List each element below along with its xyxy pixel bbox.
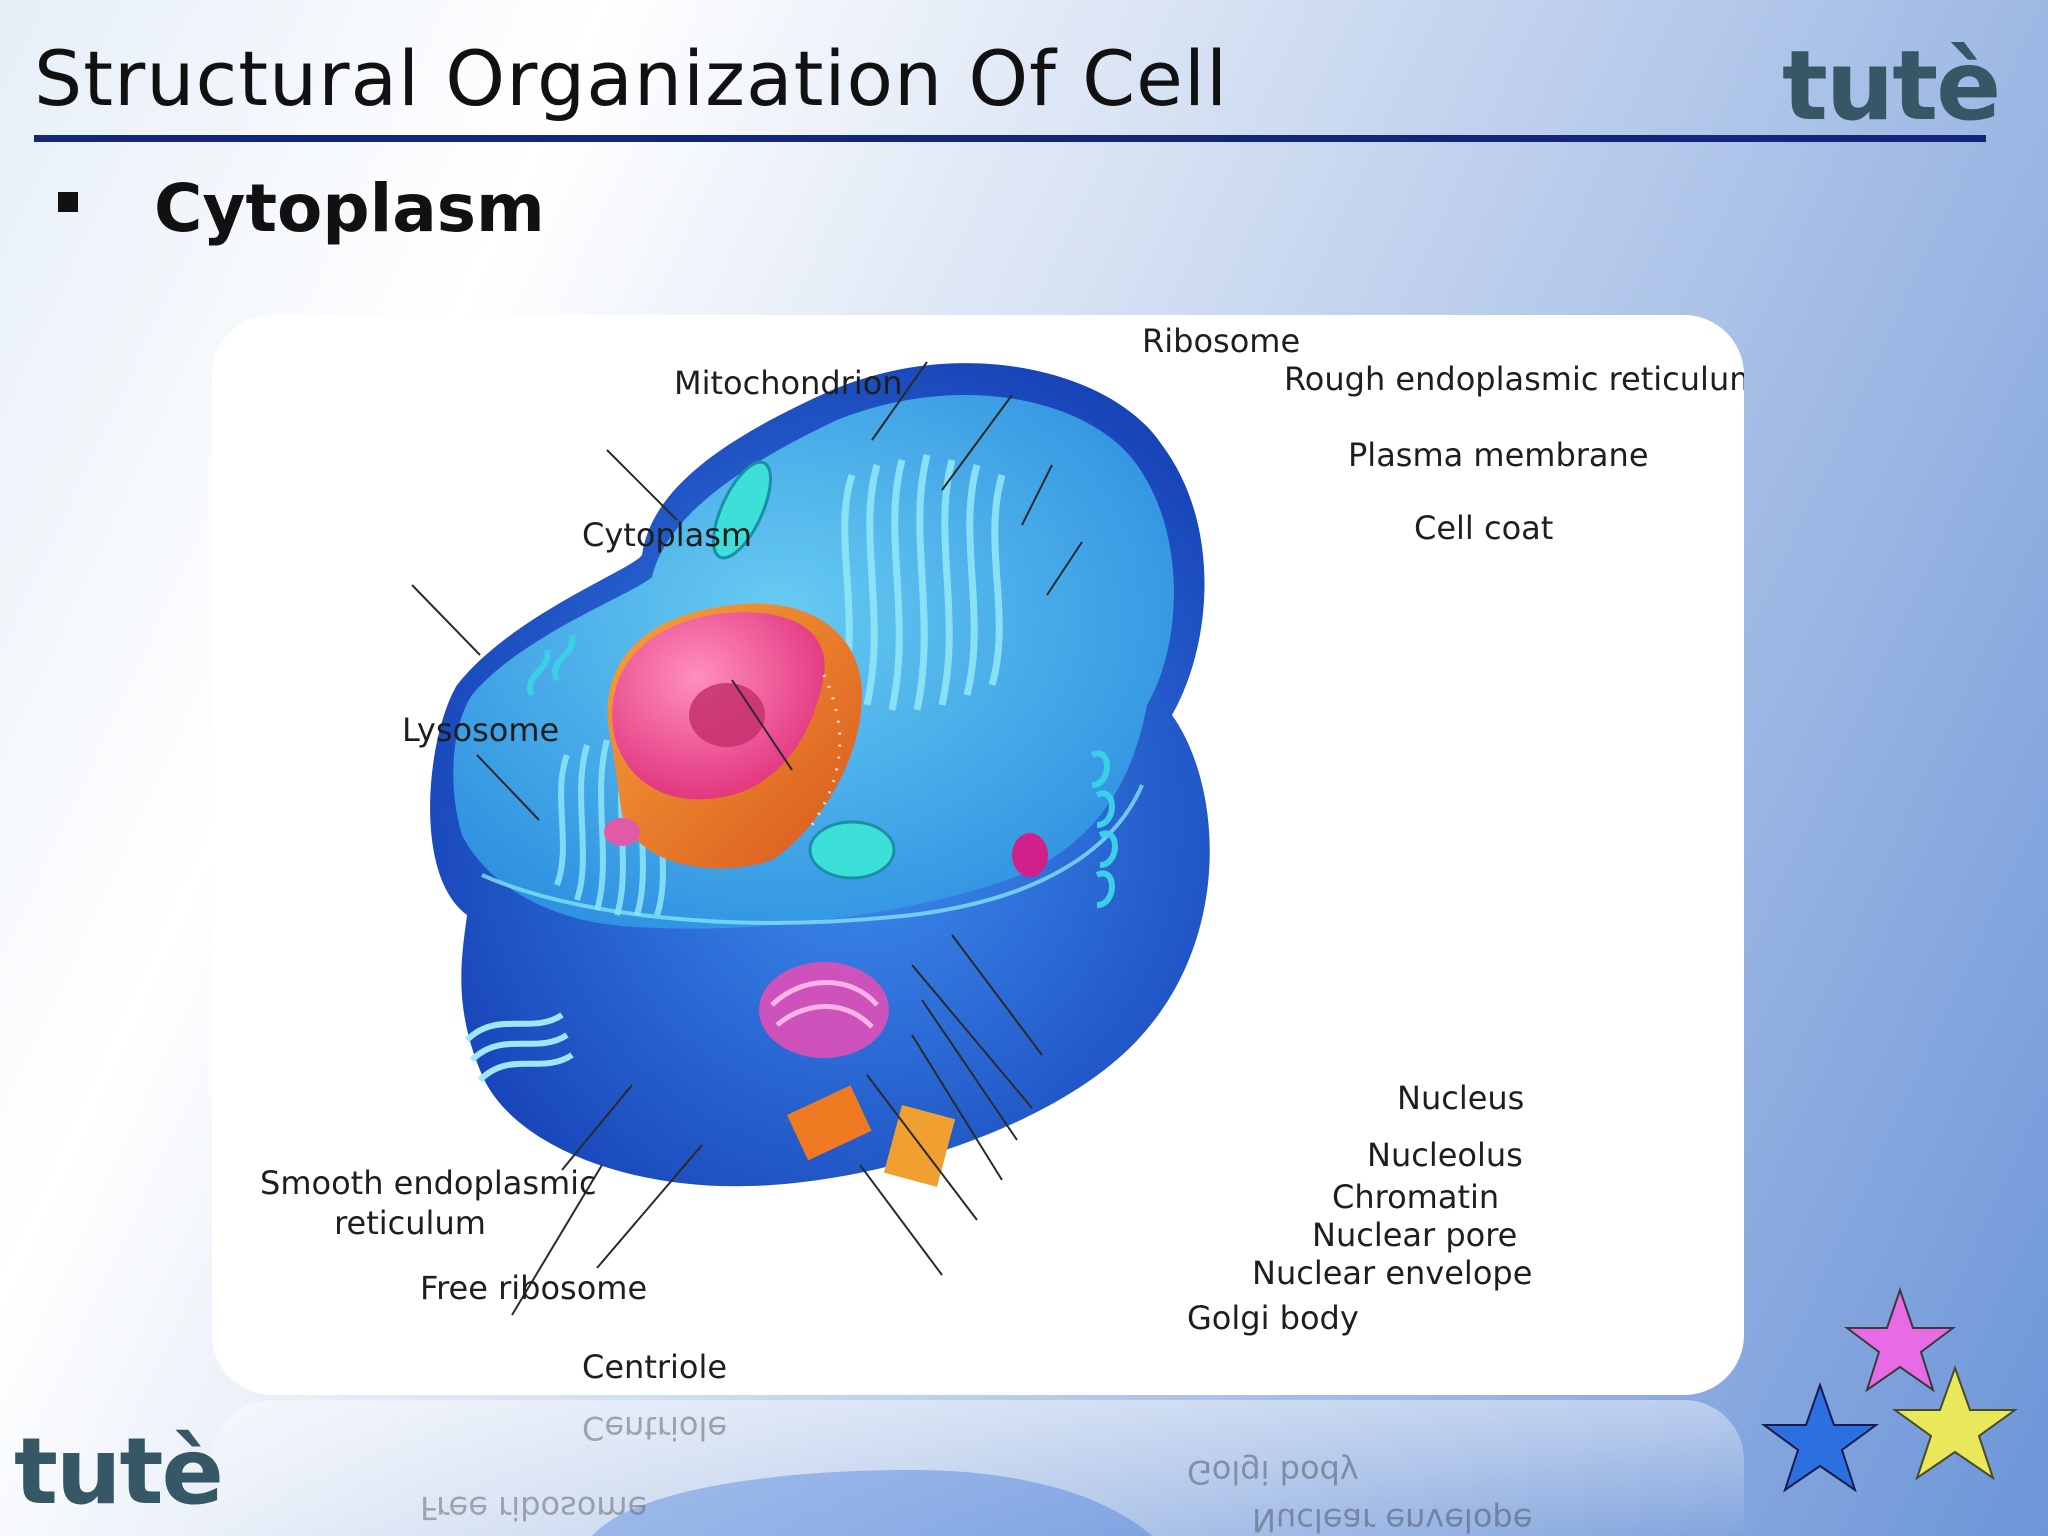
label-free-ribosome: Free ribosome [420, 1269, 648, 1307]
cell-coat-projections [527, 634, 1118, 908]
leader-lines [411, 361, 1083, 1316]
label-nucleolus: Nucleolus [1367, 1136, 1523, 1174]
golgi-body-shape [759, 962, 889, 1058]
label-smooth-er: Smooth endoplasmic reticulum [260, 1163, 597, 1243]
reflection-centriole: Centriole [582, 1409, 728, 1447]
reflection-nuclear-envelope: Nuclear envelope [1252, 1501, 1533, 1536]
diagram-reflection: Centriole Free ribosome Golgi body Nucle… [212, 1400, 1744, 1536]
square-bullet-icon [58, 192, 78, 212]
lysosome-shape [604, 818, 640, 846]
bullet-text: Cytoplasm [154, 170, 545, 247]
reflection-golgi-body: Golgi body [1187, 1453, 1359, 1491]
label-nuclear-envelope: Nuclear envelope [1252, 1254, 1533, 1292]
pink-star-icon [1844, 1286, 1956, 1393]
label-nuclear-pore: Nuclear pore [1312, 1216, 1518, 1254]
cell-diagram-card: Ribosome Mitochondrion Rough endoplasmic… [212, 315, 1744, 1395]
label-golgi-body: Golgi body [1187, 1299, 1359, 1337]
label-smooth-er-line1: Smooth endoplasmic [260, 1164, 597, 1202]
title-divider [34, 135, 1986, 142]
mitochondria [712, 460, 896, 880]
label-nucleus: Nucleus [1397, 1079, 1525, 1117]
animal-cell-illustration [411, 361, 1210, 1316]
label-smooth-er-line2: reticulum [334, 1204, 486, 1242]
label-ribosome: Ribosome [1142, 322, 1301, 360]
smooth-er-shape [464, 1012, 574, 1083]
tute-logo-bottom: tutè [14, 1418, 224, 1525]
label-plasma-membrane: Plasma membrane [1348, 436, 1649, 474]
lysosome-shape-right [1012, 833, 1048, 877]
yellow-star-icon [1891, 1365, 2019, 1481]
reflection-cell [592, 1470, 1152, 1536]
blue-star-icon [1760, 1381, 1880, 1493]
label-centriole: Centriole [582, 1348, 728, 1386]
label-mitochondrion: Mitochondrion [674, 364, 903, 402]
nucleus-shape [607, 603, 862, 869]
label-cytoplasm: Cytoplasm [582, 516, 753, 554]
rough-er [838, 454, 1006, 711]
stars-decoration [1760, 1286, 2019, 1493]
slide-title: Structural Organization Of Cell [34, 34, 1229, 123]
label-cell-coat: Cell coat [1414, 509, 1554, 547]
label-chromatin: Chromatin [1332, 1178, 1500, 1216]
reflection-free-ribosome: Free ribosome [420, 1489, 648, 1527]
tute-logo: tutè [1782, 30, 2001, 142]
label-lysosome: Lysosome [402, 711, 560, 749]
label-rough-er: Rough endoplasmic reticulum [1284, 360, 1744, 398]
